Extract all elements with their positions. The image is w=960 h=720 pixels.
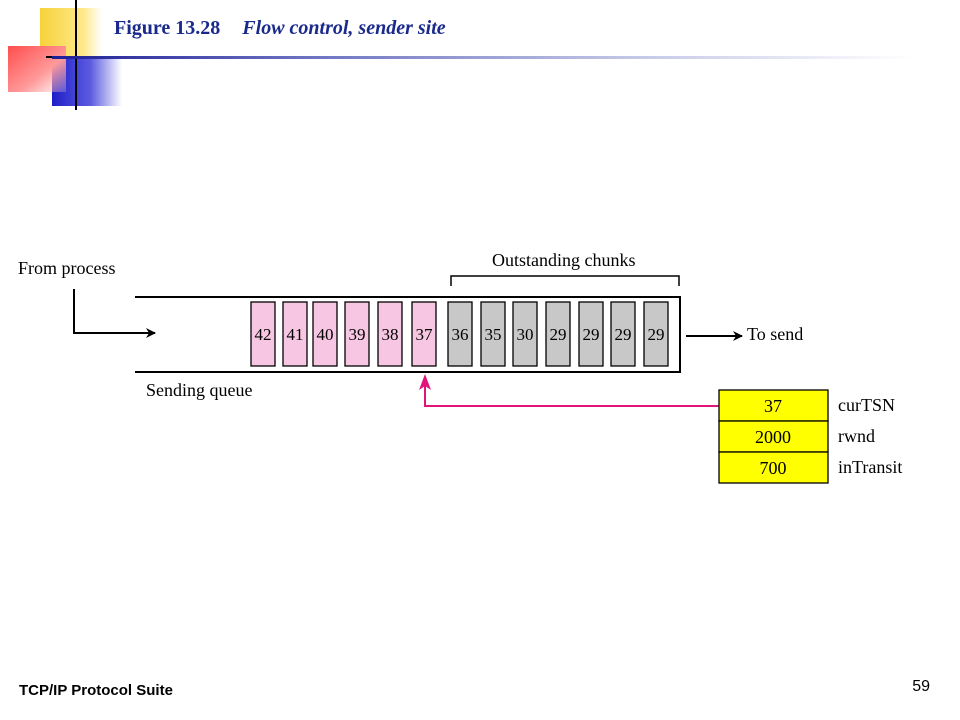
variable-box-curtsn [718,389,829,422]
curtsn-pointer-head [419,374,431,390]
variable-name-curtsn: curTSN [838,395,895,415]
outstanding-chunk-box [447,301,473,367]
page-title: Figure 13.28 Flow control, sender site [114,17,446,40]
corner-square-red [8,46,66,92]
pending-chunk-number: 41 [287,325,304,344]
pending-chunk-number: 37 [416,325,434,344]
pending-chunk-box [411,301,437,367]
sending-queue-label: Sending queue [146,380,252,400]
figure-name: Flow control, sender site [242,17,446,39]
outstanding-chunk-number: 29 [615,325,632,344]
outstanding-bracket [450,275,680,286]
curtsn-pointer-line [424,380,719,407]
outstanding-chunk-number: 35 [485,325,502,344]
corner-line-vertical [75,0,77,110]
outstanding-chunk-number: 36 [452,325,469,344]
title-underline [52,56,912,59]
sender-variables: 37 curTSN 2000 rwnd 700 inTransit [718,389,902,484]
outstanding-chunk-number: 29 [550,325,567,344]
pending-chunk-number: 38 [382,325,399,344]
outstanding-chunk-box [610,301,636,367]
outstanding-chunks: 36 35 30 29 29 29 29 [447,301,669,367]
from-process-label: From process [18,258,116,278]
pending-chunk-number: 42 [255,325,272,344]
variable-name-intransit: inTransit [838,457,902,477]
variable-value-curtsn: 37 [764,396,782,416]
outstanding-chunk-box [643,301,669,367]
pending-chunk-number: 40 [317,325,334,344]
pending-chunk-box [377,301,403,367]
outstanding-chunk-box [545,301,571,367]
outstanding-chunk-number: 30 [517,325,534,344]
footer-suite: TCP/IP Protocol Suite [19,682,173,699]
page-number: 59 [912,678,930,695]
pending-chunks: 42 41 40 39 38 37 [250,301,437,367]
pending-chunk-box [250,301,276,367]
outstanding-chunk-box [578,301,604,367]
outstanding-chunk-number: 29 [583,325,600,344]
pending-chunk-box [312,301,338,367]
pending-chunk-number: 39 [349,325,366,344]
variable-box-rwnd [718,420,829,453]
to-send-label: To send [747,324,803,344]
outstanding-chunks-label: Outstanding chunks [492,250,636,270]
outstanding-chunk-number: 29 [648,325,665,344]
pending-chunk-box [282,301,308,367]
from-process-arrow [73,289,156,338]
variable-name-rwnd: rwnd [838,426,875,446]
pending-chunk-box [344,301,370,367]
outstanding-chunk-box [512,301,538,367]
outstanding-chunk-box [480,301,506,367]
figure-number: Figure 13.28 [114,17,221,39]
variable-value-intransit: 700 [760,458,787,478]
variable-value-rwnd: 2000 [755,427,791,447]
variable-box-intransit [718,451,829,484]
